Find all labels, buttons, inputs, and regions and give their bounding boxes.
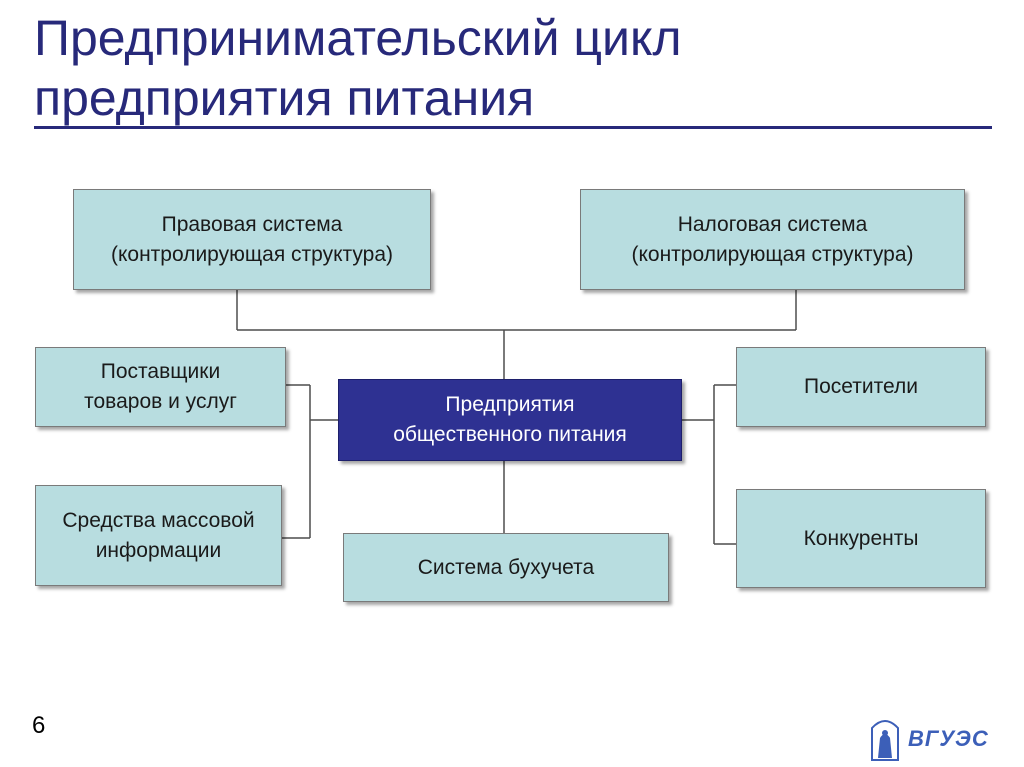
box-catering-enterprises: Предприятия общественного питания [338,379,682,461]
box-competitors: Конкуренты [736,489,986,588]
box-suppliers: Поставщики товаров и услуг [35,347,286,427]
emblem-icon [871,720,899,761]
box-catering-enterprises-label: Предприятия общественного питания [393,393,627,446]
university-logo: ВГУЭС [868,714,998,762]
box-legal-system-label: Правовая система (контролирующая структу… [110,212,393,266]
box-suppliers-label: Поставщики товаров и услуг [84,360,237,413]
slide-title: Предпринимательский цикл предприятия пит… [34,10,682,126]
box-legal-system: Правовая система (контролирующая структу… [73,189,431,290]
logo-text: ВГУЭС [908,726,989,751]
box-visitors-label: Посетители [804,375,918,398]
box-media: Средства массовой информации [35,485,282,586]
box-accounting-system: Система бухучета [343,533,669,602]
box-visitors: Посетители [736,347,986,427]
title-underline [34,126,992,129]
box-accounting-system-label: Система бухучета [417,555,595,579]
box-media-label: Средства массовой информации [62,508,255,562]
box-tax-system-label: Налоговая система (контролирующая структ… [631,212,914,266]
box-competitors-label: Конкуренты [803,526,919,550]
page-number: 6 [32,712,46,739]
box-tax-system: Налоговая система (контролирующая структ… [580,189,965,290]
